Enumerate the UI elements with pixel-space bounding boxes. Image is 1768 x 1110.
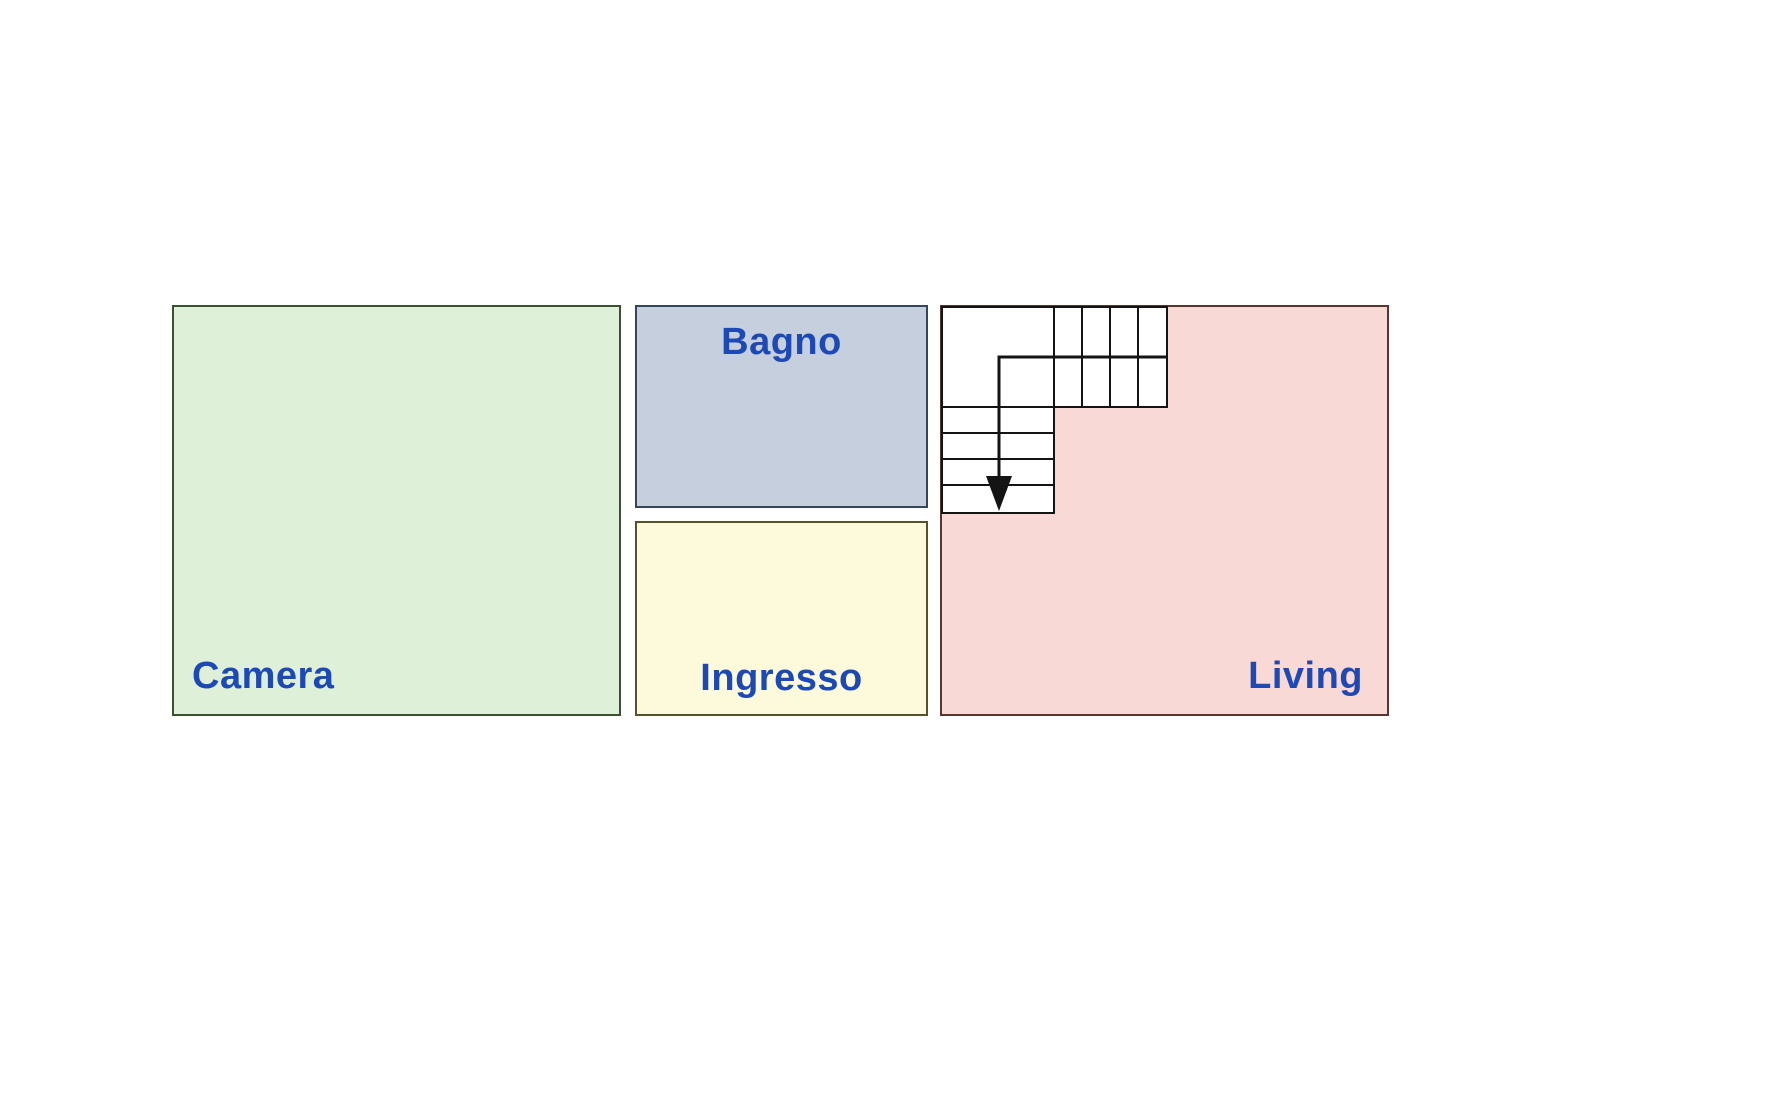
room-label-ingresso: Ingresso [700,657,863,699]
staircase [941,306,1168,514]
room-living: Living [940,305,1389,716]
room-ingresso: Ingresso [635,521,928,716]
room-label-camera: Camera [192,655,335,697]
stair-direction-arrow [986,355,1167,511]
room-label-bagno: Bagno [721,321,842,363]
room-camera: Camera [172,305,621,716]
room-label-living: Living [1248,655,1363,697]
room-bagno: Bagno [635,305,928,508]
